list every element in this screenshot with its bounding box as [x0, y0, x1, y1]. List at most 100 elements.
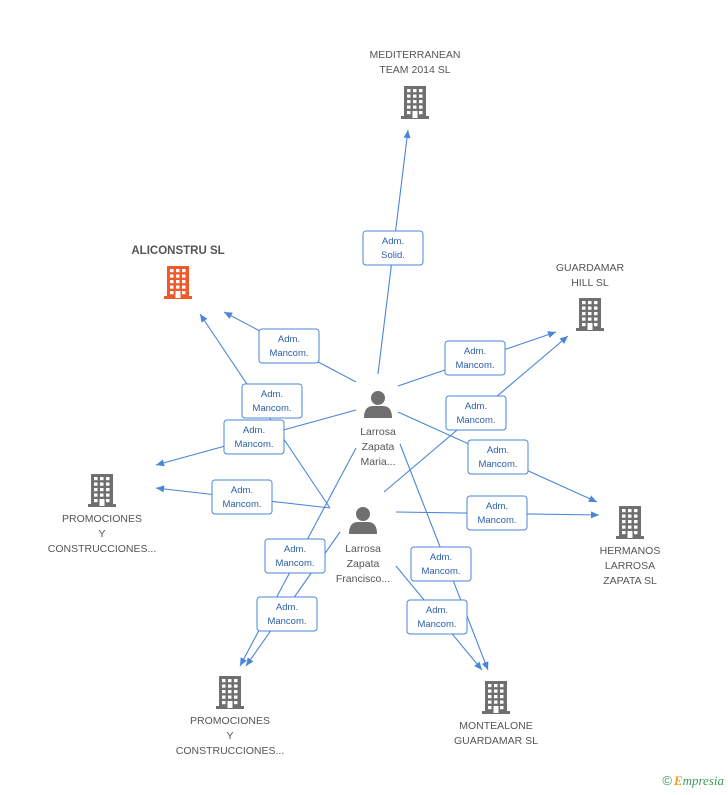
node-label-line: TEAM 2014 SL — [379, 64, 450, 76]
node-label-line: ALICONSTRU SL — [131, 245, 224, 257]
relation-label-maria-guardamar-hill[interactable]: Adm. Mancom. — [444, 340, 506, 376]
node-label-line: Y — [98, 528, 105, 540]
arrow-head-icon — [588, 495, 597, 502]
relation-label-maria-aliconstru[interactable]: Adm. Mancom. — [258, 328, 320, 364]
node-label-line: Francisco... — [336, 573, 390, 585]
relation-label-francisco-hermanos[interactable]: Adm. Mancom. — [466, 495, 528, 531]
node-label-line: MEDITERRANEAN — [369, 49, 460, 61]
brand-name: mpresia — [682, 773, 724, 788]
arrow-head-icon — [200, 314, 208, 323]
person-node-francisco[interactable]: LarrosaZapataFrancisco... — [336, 507, 390, 585]
arrow-head-icon — [246, 657, 254, 666]
relation-text-line: Mancom. — [477, 515, 516, 526]
relation-text-line: Mancom. — [455, 360, 494, 371]
relation-label-maria-promociones-1[interactable]: Adm. Mancom. — [223, 419, 285, 455]
relation-label-maria-hermanos[interactable]: Adm.Mancom. — [467, 439, 529, 475]
relation-text-line: Mancom. — [478, 459, 517, 470]
relation-box — [223, 419, 285, 455]
arrow-head-icon — [156, 459, 165, 467]
relation-text-line: Solid. — [381, 250, 405, 261]
building-icon — [216, 676, 244, 709]
brand-footer: ©Empresia — [662, 773, 724, 789]
company-node-aliconstru[interactable]: ALICONSTRU SL — [131, 245, 225, 299]
relation-text-line: Adm. — [284, 544, 306, 555]
relation-box — [406, 599, 468, 635]
node-label-line: Larrosa — [360, 426, 396, 438]
relation-box — [445, 395, 507, 431]
relation-text-line: Adm. — [276, 602, 298, 613]
company-node-promociones-1[interactable]: PROMOCIONES Y CONSTRUCCIONES... — [48, 474, 157, 555]
node-label-line: HERMANOS — [600, 545, 661, 557]
building-icon — [482, 681, 510, 714]
node-label-line: Zapata — [362, 441, 395, 453]
node-label-line: GUARDAMAR — [556, 262, 625, 274]
relation-text-line: Mancom. — [269, 348, 308, 359]
relation-text-line: Adm. — [382, 236, 404, 247]
company-node-mediterranean[interactable]: MEDITERRANEAN TEAM 2014 SL — [369, 49, 461, 119]
relation-text-line: Mancom. — [417, 619, 456, 630]
arrow-head-icon — [474, 661, 482, 670]
relation-box — [211, 479, 273, 515]
relation-text-line: Adm. — [465, 401, 487, 412]
relation-text-line: Adm. — [464, 346, 486, 357]
relation-box — [264, 538, 326, 574]
copyright-icon: © — [662, 773, 672, 788]
arrow-head-icon — [590, 511, 599, 519]
relation-box — [467, 439, 529, 475]
relation-box — [241, 383, 303, 419]
arrow-head-icon — [156, 485, 165, 493]
node-label-line: PROMOCIONES — [62, 513, 142, 525]
person-node-maria[interactable]: LarrosaZapataMaria... — [360, 391, 396, 468]
arrow-head-icon — [240, 657, 247, 666]
arrow-head-icon — [224, 312, 233, 319]
node-label-line: Larrosa — [345, 543, 381, 555]
relation-text-line: Mancom. — [456, 415, 495, 426]
relation-label-maria-promociones-2[interactable]: Adm. Mancom. — [264, 538, 326, 574]
arrow-head-icon — [547, 331, 556, 338]
node-label-line: HILL SL — [571, 277, 609, 289]
relation-label-francisco-promociones-2[interactable]: Adm. Mancom. — [256, 596, 318, 632]
brand-logo-initial: E — [673, 773, 683, 788]
relation-text-line: Adm. — [426, 605, 448, 616]
arrow-head-icon — [481, 661, 489, 670]
node-label-line: GUARDAMAR SL — [454, 735, 538, 747]
relation-text-line: Adm. — [278, 334, 300, 345]
node-label-line: ZAPATA SL — [603, 575, 657, 587]
relation-box — [258, 328, 320, 364]
relation-label-francisco-aliconstru[interactable]: Adm. Mancom. — [241, 383, 303, 419]
relation-label-francisco-promociones-1[interactable]: Adm. Mancom. — [211, 479, 273, 515]
relation-text-line: Mancom. — [222, 499, 261, 510]
relation-label-francisco-montealone[interactable]: Adm. Mancom. — [406, 599, 468, 635]
node-label-line: CONSTRUCCIONES... — [48, 543, 157, 555]
building-icon — [576, 298, 604, 331]
relation-box — [410, 546, 472, 582]
relation-text-line: Adm. — [243, 425, 265, 436]
arrow-head-icon — [559, 336, 568, 344]
company-node-guardamar-hill[interactable]: GUARDAMAR HILL SL — [556, 262, 625, 331]
node-label-line: PROMOCIONES — [190, 715, 270, 727]
relation-label-maria-mediterranean[interactable]: Adm. Solid. — [362, 230, 424, 266]
relation-text-line: Mancom. — [267, 616, 306, 627]
relations-layer: Adm.Solid.Adm.Mancom.Adm.Mancom.Adm.Manc… — [211, 230, 529, 635]
relation-text-line: Adm. — [430, 552, 452, 563]
relation-box — [466, 495, 528, 531]
arrow-head-icon — [403, 130, 411, 139]
relation-label-maria-montealone[interactable]: Adm.Mancom. — [410, 546, 472, 582]
person-icon — [364, 391, 392, 418]
relation-text-line: Mancom. — [252, 403, 291, 414]
relation-text-line: Adm. — [261, 389, 283, 400]
relation-text-line: Mancom. — [234, 439, 273, 450]
relation-text-line: Adm. — [231, 485, 253, 496]
node-label-line: Y — [226, 730, 233, 742]
relation-label-francisco-guardamar-hill[interactable]: Adm. Mancom. — [445, 395, 507, 431]
nodes-layer: MEDITERRANEAN TEAM 2014 SL ALICONSTRU SL GU… — [48, 49, 661, 757]
relation-text-line: Mancom. — [275, 558, 314, 569]
company-node-promociones-2[interactable]: PROMOCIONESYCONSTRUCCIONES... — [176, 676, 285, 757]
relation-box — [256, 596, 318, 632]
building-icon — [401, 86, 429, 119]
relation-text-line: Adm. — [486, 501, 508, 512]
relation-box — [444, 340, 506, 376]
